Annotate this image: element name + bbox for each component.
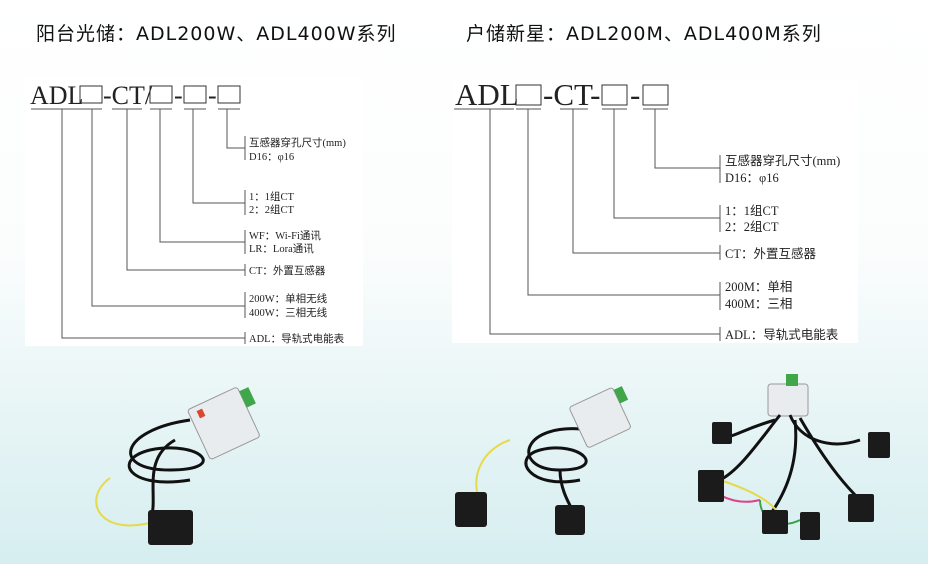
label-d16: D16：φ16 [725, 171, 779, 185]
label-ct1: 1：1组CT [725, 204, 779, 218]
product-image-adl-m-single [455, 386, 631, 535]
code-box [217, 85, 241, 104]
label-lr: LR：Lora通讯 [249, 242, 314, 255]
label-400m: 400M：三相 [725, 297, 792, 311]
right-model-diagram: ADL -CT- - 互感器穿孔尺寸(mm) D16：φ16 1：1组CT 2：… [452, 77, 858, 343]
code-dash: - [174, 81, 183, 110]
label-ct2: 2：2组CT [725, 220, 779, 234]
code-box [515, 84, 542, 106]
label-ct1: 1：1组CT [249, 190, 295, 203]
code-box [642, 84, 669, 106]
code-box [149, 85, 173, 104]
product-image-adl-w [95, 387, 260, 545]
code-dash: - [630, 77, 640, 112]
product-image-adl-m-three [698, 374, 890, 540]
label-ct: CT：外置互感器 [249, 264, 326, 277]
code-ct: -CT- [543, 77, 600, 112]
label-hole-size: 互感器穿孔尺寸(mm) [249, 136, 346, 149]
right-section-title: 户储新星：ADL200M、ADL400M系列 [466, 23, 822, 45]
code-box [601, 84, 628, 106]
code-adl: ADL [455, 77, 519, 112]
code-adl: ADL [30, 81, 83, 110]
label-200w: 200W：单相无线 [249, 292, 328, 305]
label-200m: 200M：单相 [725, 280, 792, 294]
code-ct: -CT/ [103, 81, 153, 110]
label-ct: CT：外置互感器 [725, 246, 816, 261]
code-dash: - [208, 81, 217, 110]
code-box [79, 85, 103, 104]
label-hole-size: 互感器穿孔尺寸(mm) [725, 153, 840, 168]
left-model-diagram: ADL -CT/ - - 互感器穿孔尺寸(mm) D16：φ16 1：1组CT … [25, 76, 363, 346]
left-section-title: 阳台光储：ADL200W、ADL400W系列 [36, 23, 397, 45]
code-box [183, 85, 207, 104]
label-d16: D16：φ16 [249, 152, 294, 163]
label-adl: ADL：导轨式电能表 [725, 328, 839, 342]
label-wf: WF：Wi-Fi通讯 [249, 229, 321, 242]
label-adl: ADL：导轨式电能表 [249, 332, 345, 345]
label-ct2: 2：2组CT [249, 203, 295, 216]
label-400w: 400W：三相无线 [249, 306, 328, 319]
